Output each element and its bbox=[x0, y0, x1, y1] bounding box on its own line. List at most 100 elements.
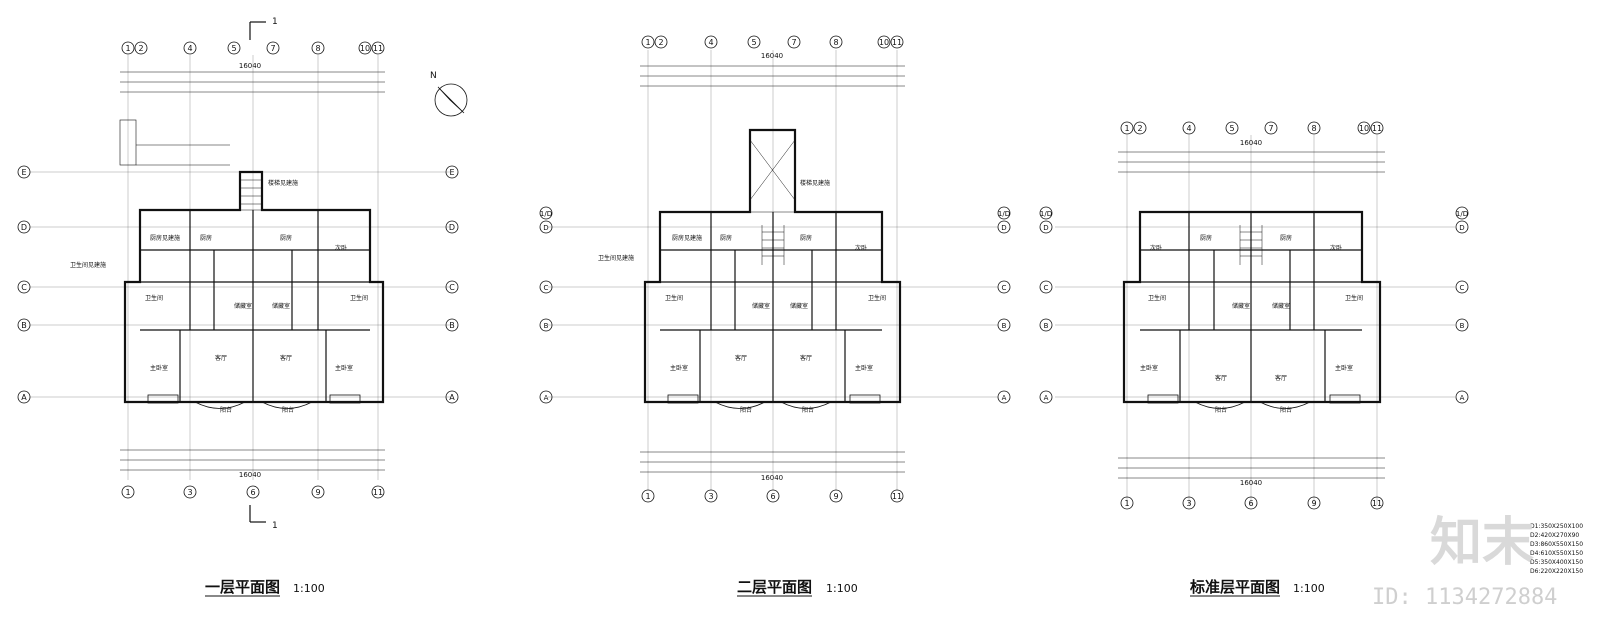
svg-text:1: 1 bbox=[1124, 124, 1129, 133]
svg-text:阳台: 阳台 bbox=[1280, 406, 1292, 414]
svg-text:主卧室: 主卧室 bbox=[670, 364, 688, 372]
svg-text:B: B bbox=[21, 321, 27, 330]
plan-title: 二层平面图 bbox=[737, 578, 812, 596]
top-axis-bubbles bbox=[121, 41, 385, 55]
svg-text:卫生间: 卫生间 bbox=[665, 294, 683, 302]
svg-text:9: 9 bbox=[315, 488, 320, 497]
svg-text:储藏室: 储藏室 bbox=[1232, 302, 1250, 310]
svg-text:B: B bbox=[449, 321, 455, 330]
svg-text:3: 3 bbox=[708, 492, 713, 501]
svg-text:A: A bbox=[21, 393, 27, 402]
svg-text:10: 10 bbox=[1359, 124, 1369, 133]
bottom-dimension-lines bbox=[1118, 457, 1385, 479]
svg-text:1: 1 bbox=[1124, 499, 1129, 508]
svg-text:A: A bbox=[1044, 394, 1049, 402]
first-floor-plan: 1 2 4 5 7 8 10 11 16040 bbox=[17, 17, 468, 597]
svg-text:主卧室: 主卧室 bbox=[855, 364, 873, 372]
left-axis-labels: E D C B A E D C B A bbox=[21, 168, 455, 402]
svg-text:主卧室: 主卧室 bbox=[1335, 364, 1353, 372]
svg-text:卫生间见建施: 卫生间见建施 bbox=[70, 261, 106, 269]
svg-text:D3:860X550X150: D3:860X550X150 bbox=[1530, 541, 1583, 548]
svg-text:主卧室: 主卧室 bbox=[150, 364, 168, 372]
stair-hatch bbox=[239, 171, 263, 211]
watermark-logo: 知末 bbox=[1430, 513, 1534, 573]
svg-text:2: 2 bbox=[1137, 124, 1142, 133]
svg-text:阳台: 阳台 bbox=[1215, 406, 1227, 414]
north-arrow bbox=[434, 83, 468, 117]
bottom-axis-bubbles bbox=[1120, 496, 1384, 510]
svg-text:5: 5 bbox=[1229, 124, 1234, 133]
balconies bbox=[667, 394, 881, 409]
entry-ramp bbox=[119, 119, 230, 166]
svg-text:C: C bbox=[1002, 284, 1007, 292]
top-axis-labels: 1 2 4 5 7 8 10 11 bbox=[645, 38, 902, 47]
svg-text:客厅: 客厅 bbox=[1215, 374, 1227, 382]
bottom-dimension-lines bbox=[120, 449, 385, 471]
left-axis-labels: 1/D D C B A 1/D D C B A bbox=[540, 210, 1010, 402]
watermark-id: ID: 1134272884 bbox=[1372, 585, 1557, 610]
svg-text:次卧: 次卧 bbox=[1150, 244, 1162, 252]
balconies bbox=[1147, 394, 1361, 409]
svg-text:C: C bbox=[449, 283, 455, 292]
svg-text:客厅: 客厅 bbox=[1275, 374, 1287, 382]
svg-text:5: 5 bbox=[231, 44, 236, 53]
svg-text:阳台: 阳台 bbox=[802, 406, 814, 414]
svg-text:D: D bbox=[1459, 224, 1464, 232]
svg-text:1/D: 1/D bbox=[540, 210, 552, 218]
room-labels: 主卧室 客厅 客厅 主卧室 次卧 厨房 厨房 卫生间 卫生间 储藏室 储藏室 阳… bbox=[598, 179, 886, 414]
svg-text:B: B bbox=[1460, 322, 1465, 330]
svg-text:1: 1 bbox=[645, 38, 650, 47]
svg-text:1/D: 1/D bbox=[1456, 210, 1468, 218]
overall-width-dim-bottom: 16040 bbox=[239, 471, 261, 479]
bottom-axis-bubbles bbox=[641, 489, 904, 503]
top-dimension-lines bbox=[120, 71, 385, 93]
top-axis-bubbles bbox=[1120, 121, 1384, 135]
svg-text:卫生间: 卫生间 bbox=[350, 294, 368, 302]
room-labels: 主卧室 客厅 客厅 主卧室 次卧 厨房 厨房 卫生间 卫生间 储藏室 储藏室 阳… bbox=[70, 179, 368, 414]
overall-width-dim-bottom: 16040 bbox=[761, 474, 783, 482]
svg-text:C: C bbox=[21, 283, 27, 292]
plan-scale: 1:100 bbox=[293, 582, 325, 595]
svg-text:7: 7 bbox=[1268, 124, 1273, 133]
svg-text:D: D bbox=[21, 223, 27, 232]
svg-text:4: 4 bbox=[1186, 124, 1191, 133]
top-axis-labels: 1 2 4 5 7 8 10 11 bbox=[125, 44, 383, 53]
svg-text:1: 1 bbox=[645, 492, 650, 501]
interior-walls bbox=[140, 210, 370, 402]
svg-text:1/D: 1/D bbox=[1040, 210, 1052, 218]
svg-text:次卧: 次卧 bbox=[1330, 244, 1342, 252]
svg-text:客厅: 客厅 bbox=[280, 354, 292, 362]
overall-width-dim-bottom: 16040 bbox=[1240, 479, 1262, 487]
svg-text:楼梯见建施: 楼梯见建施 bbox=[268, 179, 298, 187]
svg-text:2: 2 bbox=[658, 38, 663, 47]
top-dimension-lines bbox=[1118, 151, 1385, 173]
bottom-axis-labels: 1 3 6 9 11 bbox=[645, 492, 902, 501]
standard-floor-plan: 1 2 4 5 7 8 10 11 16040 bbox=[1039, 121, 1583, 597]
stair-hatch bbox=[749, 139, 796, 265]
svg-text:7: 7 bbox=[791, 38, 796, 47]
svg-text:储藏室: 储藏室 bbox=[1272, 302, 1290, 310]
svg-text:次卧: 次卧 bbox=[855, 244, 867, 252]
svg-text:卫生间: 卫生间 bbox=[145, 294, 163, 302]
svg-text:E: E bbox=[449, 168, 454, 177]
watermark: 知末 ID: 1134272884 bbox=[1372, 513, 1557, 610]
top-axis-bubbles bbox=[641, 35, 904, 49]
svg-text:A: A bbox=[544, 394, 549, 402]
svg-text:C: C bbox=[1460, 284, 1465, 292]
left-axis-labels: 1/D D C B A 1/D D C B A bbox=[1040, 210, 1468, 402]
svg-text:B: B bbox=[544, 322, 549, 330]
section-mark bbox=[249, 21, 266, 523]
svg-text:A: A bbox=[1002, 394, 1007, 402]
svg-text:6: 6 bbox=[770, 492, 775, 501]
svg-text:A: A bbox=[449, 393, 455, 402]
svg-text:6: 6 bbox=[1248, 499, 1253, 508]
svg-text:11: 11 bbox=[1372, 499, 1382, 508]
svg-text:卫生间见建施: 卫生间见建施 bbox=[598, 254, 634, 262]
svg-text:D6:220X220X150: D6:220X220X150 bbox=[1530, 568, 1583, 575]
svg-text:7: 7 bbox=[270, 44, 275, 53]
svg-text:11: 11 bbox=[892, 38, 902, 47]
svg-text:11: 11 bbox=[1372, 124, 1382, 133]
svg-text:2: 2 bbox=[138, 44, 143, 53]
left-axis-bubbles bbox=[1039, 206, 1469, 404]
